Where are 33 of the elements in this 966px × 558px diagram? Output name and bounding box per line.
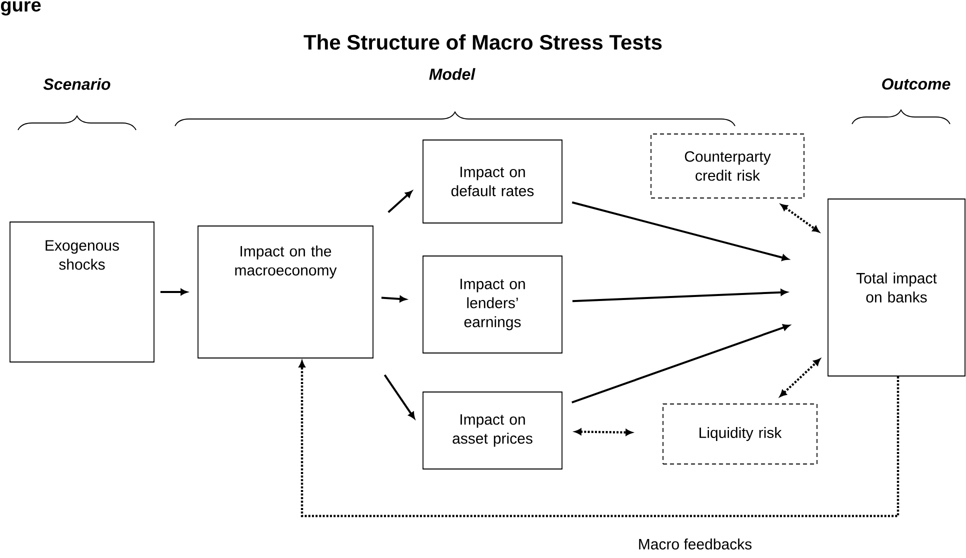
process-box <box>10 222 154 362</box>
process-box <box>422 140 562 224</box>
dashed-box <box>662 404 818 464</box>
figure-label: gure <box>1 1 41 16</box>
section-heading: Scenario <box>43 78 110 90</box>
arrow <box>574 428 632 436</box>
process-box <box>828 198 966 376</box>
title: The Structure of Macro Stress Tests <box>304 34 662 50</box>
arrow <box>572 289 788 302</box>
box-text: Impact on asset prices <box>452 414 532 447</box>
box-text: Counterparty credit risk <box>684 151 771 181</box>
arrow <box>381 296 406 302</box>
section-heading: Model <box>429 68 476 80</box>
arrow <box>388 190 412 213</box>
arrow <box>572 324 790 404</box>
box-text: Impact on the macroeconomy <box>235 246 337 278</box>
arrow <box>298 360 900 518</box>
box-text: Exogenous shocks <box>46 240 119 270</box>
box-text: Total impact on banks <box>856 272 937 302</box>
box-text: Impact on default rates <box>451 166 534 196</box>
process-box <box>422 392 562 470</box>
dashed-box <box>650 134 804 198</box>
arrow <box>572 201 789 261</box>
arrow <box>780 204 820 232</box>
arrow <box>160 288 188 296</box>
process-box <box>422 256 562 354</box>
arrow <box>780 358 820 397</box>
section-heading: Outcome <box>882 78 950 90</box>
edge-label: Macro feedbacks <box>639 538 752 550</box>
box-text: Impact on lenders’ earnings <box>460 278 525 330</box>
arrow <box>384 374 415 419</box>
process-box <box>198 226 374 358</box>
box-text: Liquidity risk <box>700 427 782 441</box>
